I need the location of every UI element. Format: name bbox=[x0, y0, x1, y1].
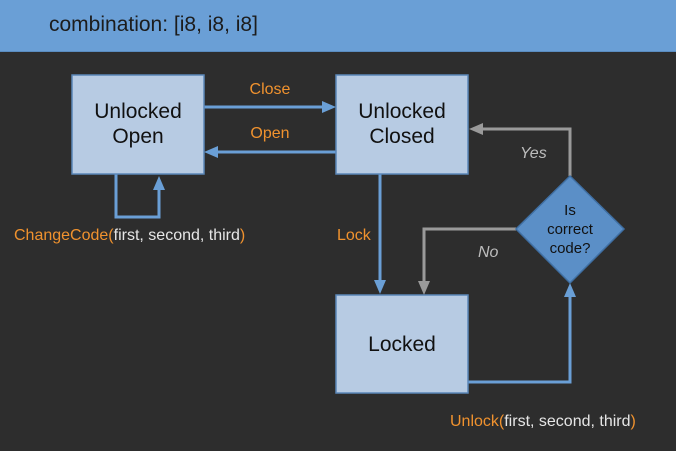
change-code-close-paren: ) bbox=[240, 227, 245, 244]
state-box bbox=[335, 74, 469, 175]
edge-lock bbox=[374, 174, 386, 294]
edge-label-lock: Lock bbox=[337, 227, 372, 244]
state-label: Locked bbox=[368, 333, 436, 356]
edge-label-close: Close bbox=[250, 81, 291, 98]
edge-label-no: No bbox=[478, 244, 499, 261]
decision-label-line2: correct bbox=[547, 221, 594, 238]
unlock-name: Unlock bbox=[450, 413, 500, 430]
edge-label-open: Open bbox=[250, 125, 289, 142]
state-label-line2: Open bbox=[112, 125, 163, 148]
state-label-line1: Unlocked bbox=[94, 100, 182, 123]
header-title: combination: [i8, i8, i8] bbox=[49, 13, 258, 36]
state-label-line2: Closed bbox=[369, 125, 434, 148]
edge-change-code-loop bbox=[114, 174, 165, 219]
edge-open bbox=[204, 146, 336, 158]
state-box bbox=[71, 74, 205, 175]
arrowhead bbox=[322, 101, 336, 113]
decision-label-line3: code? bbox=[550, 240, 591, 257]
state-box bbox=[335, 294, 469, 394]
change-code-args: first, second, third bbox=[114, 227, 240, 244]
decision-diamond bbox=[514, 174, 626, 285]
edge-close bbox=[204, 101, 336, 113]
arrowhead bbox=[153, 176, 165, 190]
state-locked: Locked bbox=[335, 294, 469, 394]
state-unlocked-open: Unlocked Open bbox=[71, 74, 205, 175]
arrowhead bbox=[204, 146, 218, 158]
unlock-close-paren: ) bbox=[631, 413, 636, 430]
arrowhead bbox=[469, 123, 483, 135]
edge-label-change-code: ChangeCode(first, second, third) bbox=[14, 227, 245, 244]
edge-no bbox=[418, 227, 516, 295]
decision-label-line1: Is bbox=[564, 202, 576, 219]
state-unlocked-closed: Unlocked Closed bbox=[335, 74, 469, 175]
edge-label-unlock: Unlock(first, second, third) bbox=[450, 413, 636, 430]
unlock-args: first, second, third bbox=[504, 413, 630, 430]
state-label-line1: Unlocked bbox=[358, 100, 446, 123]
header-bar: combination: [i8, i8, i8] bbox=[0, 0, 676, 52]
arrowhead bbox=[564, 283, 576, 297]
change-code-name: ChangeCode bbox=[14, 227, 108, 244]
edge-yes bbox=[469, 123, 572, 176]
decision-correct-code: Is correct code? bbox=[514, 174, 626, 285]
change-code-open-paren: ( bbox=[108, 227, 114, 244]
edge-label-yes: Yes bbox=[520, 145, 547, 162]
edge-unlock bbox=[468, 283, 576, 384]
arrowhead bbox=[374, 280, 386, 294]
arrowhead bbox=[418, 281, 430, 295]
unlock-open-paren: ( bbox=[499, 413, 505, 430]
